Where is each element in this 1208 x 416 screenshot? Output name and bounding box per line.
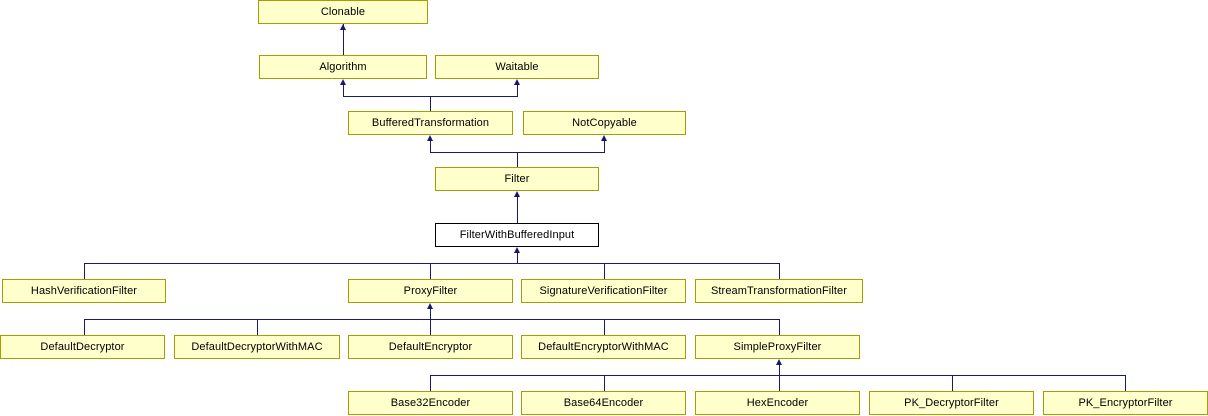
edge-drop-proxyfilter [430, 263, 431, 279]
node-base32encoder[interactable]: Base32Encoder [348, 391, 513, 415]
node-defaultdecryptorwithmac[interactable]: DefaultDecryptorWithMAC [174, 335, 340, 359]
node-defaultdecryptor[interactable]: DefaultDecryptor [0, 335, 165, 359]
node-label: Algorithm [319, 60, 367, 73]
node-label: Base32Encoder [390, 396, 471, 409]
node-simpleproxyfilter[interactable]: SimpleProxyFilter [695, 335, 860, 359]
edge-drop-signatureverificationfilter [604, 263, 605, 279]
edge-drop-defaultdecryptorwithmac [257, 319, 258, 335]
edge-drop-streamtransformationfilter [779, 263, 780, 279]
edge-filter-nc-stub [604, 141, 605, 153]
edge-drop-simpleproxyfilter [779, 319, 780, 335]
edge-bt-drop [430, 96, 431, 111]
node-label: DefaultDecryptor [40, 340, 125, 353]
edge-proxyfilter-bus-stub [430, 309, 431, 320]
node-pk-decryptorfilter[interactable]: PK_DecryptorFilter [869, 391, 1034, 415]
node-hexencoder[interactable]: HexEncoder [695, 391, 860, 415]
arrow-up-icon [514, 247, 520, 253]
node-bufferedtransformation[interactable]: BufferedTransformation [348, 111, 513, 135]
node-filter[interactable]: Filter [435, 167, 599, 191]
arrow-up-icon [340, 79, 346, 85]
edge-drop-hashverificationfilter [84, 263, 85, 279]
arrow-up-icon [776, 359, 782, 365]
arrow-up-icon [514, 191, 520, 197]
node-label: Clonable [320, 5, 366, 18]
edge-drop-base64encoder [604, 375, 605, 391]
node-label: HashVerificationFilter [30, 284, 138, 297]
node-label: BufferedTransformation [371, 116, 490, 129]
edge-drop-base32encoder [430, 375, 431, 391]
node-label: DefaultDecryptorWithMAC [191, 340, 323, 353]
edge-bus-row7 [430, 375, 1126, 376]
edge-simpleproxyfilter-bus-stub [779, 365, 780, 376]
edge-drop-defaultencryptorwithmac [604, 319, 605, 335]
node-label: SignatureVerificationFilter [539, 284, 668, 297]
edge-bt-algorithm-stub [343, 85, 344, 97]
node-defaultencryptorwithmac[interactable]: DefaultEncryptorWithMAC [521, 335, 686, 359]
arrow-up-icon [340, 24, 346, 30]
node-label: ProxyFilter [403, 284, 458, 297]
node-label: Filter [504, 172, 530, 185]
edge-drop-defaultencryptor [430, 319, 431, 335]
edge-algorithm-clonable [343, 24, 344, 55]
arrow-up-icon [514, 79, 520, 85]
node-proxyfilter[interactable]: ProxyFilter [348, 279, 513, 303]
edge-bt-waitable-stub [517, 85, 518, 97]
edge-fwbi-bus-stub [517, 253, 518, 264]
node-label: PK_DecryptorFilter [904, 396, 999, 409]
node-filterwithbufferedinput[interactable]: FilterWithBufferedInput [435, 223, 599, 247]
node-label: SimpleProxyFilter [733, 340, 822, 353]
node-streamtransformationfilter[interactable]: StreamTransformationFilter [695, 279, 863, 303]
edge-bus-row6 [84, 319, 780, 320]
edge-drop-pk-decryptorfilter [952, 375, 953, 391]
arrow-up-icon [427, 303, 433, 309]
node-label: Base64Encoder [563, 396, 644, 409]
node-algorithm[interactable]: Algorithm [259, 55, 427, 79]
node-label: NotCopyable [572, 116, 637, 129]
edge-drop-pk-encryptorfilter [1125, 375, 1126, 391]
node-defaultencryptor[interactable]: DefaultEncryptor [348, 335, 513, 359]
node-waitable[interactable]: Waitable [435, 55, 599, 79]
edge-drop-hexencoder [779, 375, 780, 391]
node-signatureverificationfilter[interactable]: SignatureVerificationFilter [521, 279, 686, 303]
node-pk-encryptorfilter[interactable]: PK_EncryptorFilter [1043, 391, 1208, 415]
node-label: HexEncoder [746, 396, 809, 409]
edge-filter-bt-stub [430, 141, 431, 153]
edge-fwbi-filter [517, 197, 518, 223]
arrow-up-icon [601, 135, 607, 141]
node-base64encoder[interactable]: Base64Encoder [521, 391, 686, 415]
node-label: DefaultEncryptorWithMAC [538, 340, 669, 353]
node-label: DefaultEncryptor [388, 340, 473, 353]
node-hashverificationfilter[interactable]: HashVerificationFilter [2, 279, 166, 303]
node-label: FilterWithBufferedInput [459, 228, 575, 241]
node-label: Waitable [495, 60, 539, 73]
node-label: StreamTransformationFilter [710, 284, 848, 297]
arrow-up-icon [427, 135, 433, 141]
node-notcopyable[interactable]: NotCopyable [523, 111, 686, 135]
edge-bus-row5 [84, 263, 780, 264]
edge-drop-defaultdecryptor [84, 319, 85, 335]
node-clonable[interactable]: Clonable [258, 0, 428, 24]
edge-filter-drop [517, 152, 518, 167]
node-label: PK_EncryptorFilter [1078, 396, 1173, 409]
